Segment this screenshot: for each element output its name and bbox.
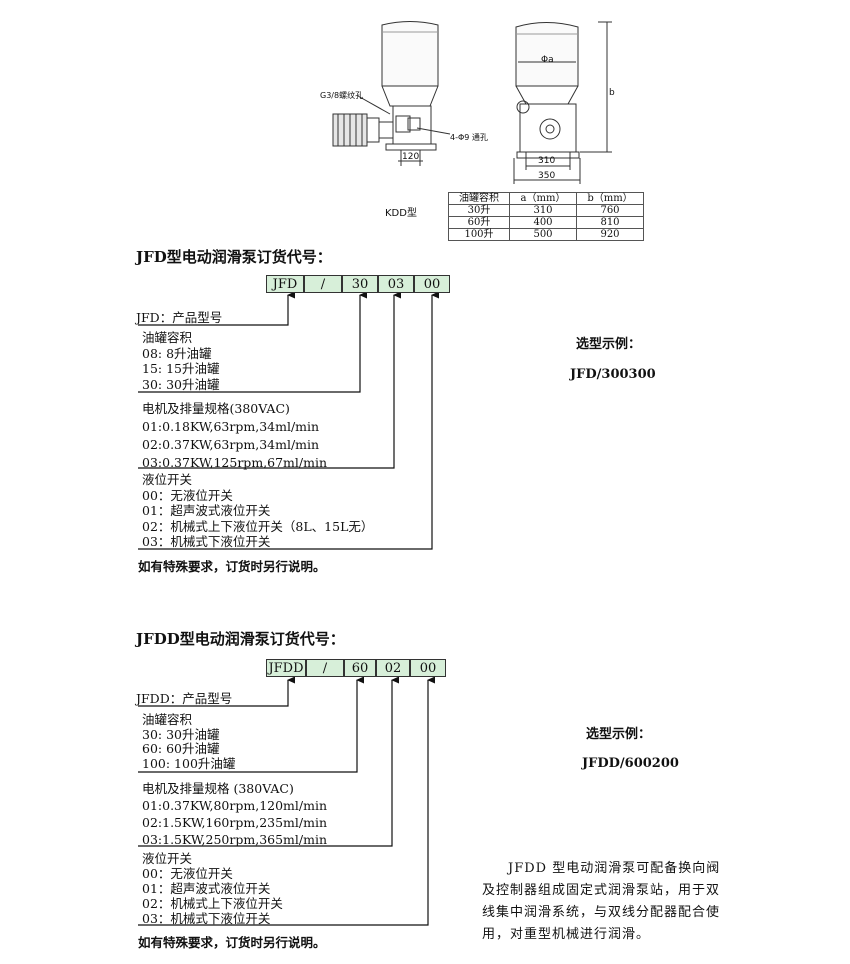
jfd-note: 如有特殊要求，订货时另行说明。 xyxy=(138,559,326,574)
model-label: KDD型 xyxy=(385,208,417,219)
header-cell: 油罐容积 xyxy=(448,192,510,205)
table-cell: 760 xyxy=(576,204,644,217)
list-item: 08: 8升油罐 xyxy=(142,345,212,361)
list-item: 00：无液位开关 xyxy=(142,487,233,503)
jfd-motor-heading: 电机及排量规格(380VAC) xyxy=(142,401,290,416)
list-item: 02:0.37KW,63rpm,34ml/min xyxy=(142,437,320,452)
dimension-120: 120 xyxy=(402,152,420,162)
list-item: 01：超声波式液位开关 xyxy=(142,503,271,518)
table-cell: 400 xyxy=(509,216,577,229)
list-item: 03：机械式下液位开关 xyxy=(142,534,271,549)
dimension-b: b xyxy=(609,88,615,98)
table-cell: 920 xyxy=(576,228,644,241)
through-hole-label: 4-Φ9 通孔 xyxy=(450,133,488,142)
jfdd-code-motor: 02 xyxy=(376,659,410,677)
jfdd-example-title: 选型示例： xyxy=(586,727,652,742)
jfd-level-group: 液位开关 00：无液位开关 01：超声波式液位开关 02：机械式上下液位开关（8… xyxy=(142,472,373,550)
list-item: 02：机械式上下液位开关（8L、15L无） xyxy=(142,518,374,534)
list-item: 03：机械式下液位开关 xyxy=(142,911,271,926)
header-cell: b（mm） xyxy=(576,192,644,205)
jfdd-code-product: JFDD xyxy=(266,659,306,677)
jfdd-level-heading: 液位开关 xyxy=(142,851,193,866)
table-cell: 100升 xyxy=(448,228,510,241)
list-item: 03:0.37KW,125rpm,67ml/min xyxy=(142,455,328,470)
dimension-phi-a: Φa xyxy=(541,55,554,65)
jfdd-example-code: JFDD/600200 xyxy=(582,756,679,771)
table-row: 100升 500 920 xyxy=(448,228,644,241)
jfdd-code-separator: / xyxy=(306,659,344,677)
jfd-example-code: JFD/300300 xyxy=(570,367,656,382)
list-item: 30: 30升油罐 xyxy=(142,726,220,742)
jfdd-tank-heading: 油罐容积 xyxy=(142,712,193,727)
list-item: 01:0.18KW,63rpm,34ml/min xyxy=(142,419,320,434)
list-item: 30: 30升油罐 xyxy=(142,376,220,392)
jfdd-product-label: JFDD：产品型号 xyxy=(136,691,233,706)
table-row: 30升 310 760 xyxy=(448,204,644,217)
dimension-310: 310 xyxy=(538,156,556,166)
jfd-code-tank: 30 xyxy=(342,275,378,293)
jfd-code-separator: / xyxy=(304,275,342,293)
jfdd-note: 如有特殊要求，订货时另行说明。 xyxy=(138,935,326,950)
jfd-tank-heading: 油罐容积 xyxy=(142,330,193,345)
list-item: 100: 100升油罐 xyxy=(142,755,236,771)
jfdd-description: JFDD 型电动润滑泵可配备换向阀及控制器组成固定式润滑泵站，用于双线集中润滑系… xyxy=(482,861,721,942)
jfd-motor-group: 电机及排量规格(380VAC) 01:0.18KW,63rpm,34ml/min… xyxy=(142,400,327,472)
pump-front-view xyxy=(513,21,612,184)
jfdd-tank-group: 油罐容积 30: 30升油罐 60: 60升油罐 100: 100升油罐 xyxy=(142,712,236,771)
list-item: 02:1.5KW,160rpm,235ml/min xyxy=(142,815,328,830)
list-item: 00：无液位开关 xyxy=(142,866,233,881)
table-cell: 810 xyxy=(576,216,644,229)
spec-table-header: 油罐容积 a（mm） b（mm） xyxy=(448,192,644,205)
jfd-code-level: 00 xyxy=(414,275,450,293)
spec-table: 油罐容积 a（mm） b（mm） 30升 310 760 60升 400 810… xyxy=(448,192,644,241)
jfd-tank-group: 油罐容积 08: 8升油罐 15: 15升油罐 30: 30升油罐 xyxy=(142,330,220,392)
jfdd-motor-group: 电机及排量规格 (380VAC) 01:0.37KW,80rpm,120ml/m… xyxy=(142,780,327,848)
jfdd-code-tank: 60 xyxy=(344,659,376,677)
jfdd-level-group: 液位开关 00：无液位开关 01：超声波式液位开关 02：机械式上下液位开关 0… xyxy=(142,851,283,926)
jfd-code-motor: 03 xyxy=(378,275,414,293)
list-item: 15: 15升油罐 xyxy=(142,361,220,376)
list-item: 60: 60升油罐 xyxy=(142,741,220,756)
list-item: 01：超声波式液位开关 xyxy=(142,881,271,896)
table-cell: 60升 xyxy=(448,216,510,229)
jfdd-code-level: 00 xyxy=(410,659,446,677)
list-item: 01:0.37KW,80rpm,120ml/min xyxy=(142,798,328,813)
table-row: 60升 400 810 xyxy=(448,216,644,229)
jfd-section-title: JFD型电动润滑泵订货代号： xyxy=(136,248,332,266)
table-cell: 310 xyxy=(509,204,577,217)
table-cell: 500 xyxy=(509,228,577,241)
list-item: 02：机械式上下液位开关 xyxy=(142,896,283,911)
jfdd-section-title: JFDD型电动润滑泵订货代号： xyxy=(136,630,345,648)
table-cell: 30升 xyxy=(448,204,510,217)
jfd-level-heading: 液位开关 xyxy=(142,472,193,487)
jfd-product-label: JFD：产品型号 xyxy=(136,310,223,325)
dimension-350: 350 xyxy=(538,171,556,181)
list-item: 03:1.5KW,250rpm,365ml/min xyxy=(142,832,328,847)
jfd-code-product: JFD xyxy=(266,275,304,293)
thread-hole-label: G3/8螺纹孔 xyxy=(320,91,364,100)
jfdd-motor-heading: 电机及排量规格 (380VAC) xyxy=(142,781,294,796)
header-cell: a（mm） xyxy=(509,192,577,205)
jfd-example-title: 选型示例： xyxy=(576,337,642,352)
